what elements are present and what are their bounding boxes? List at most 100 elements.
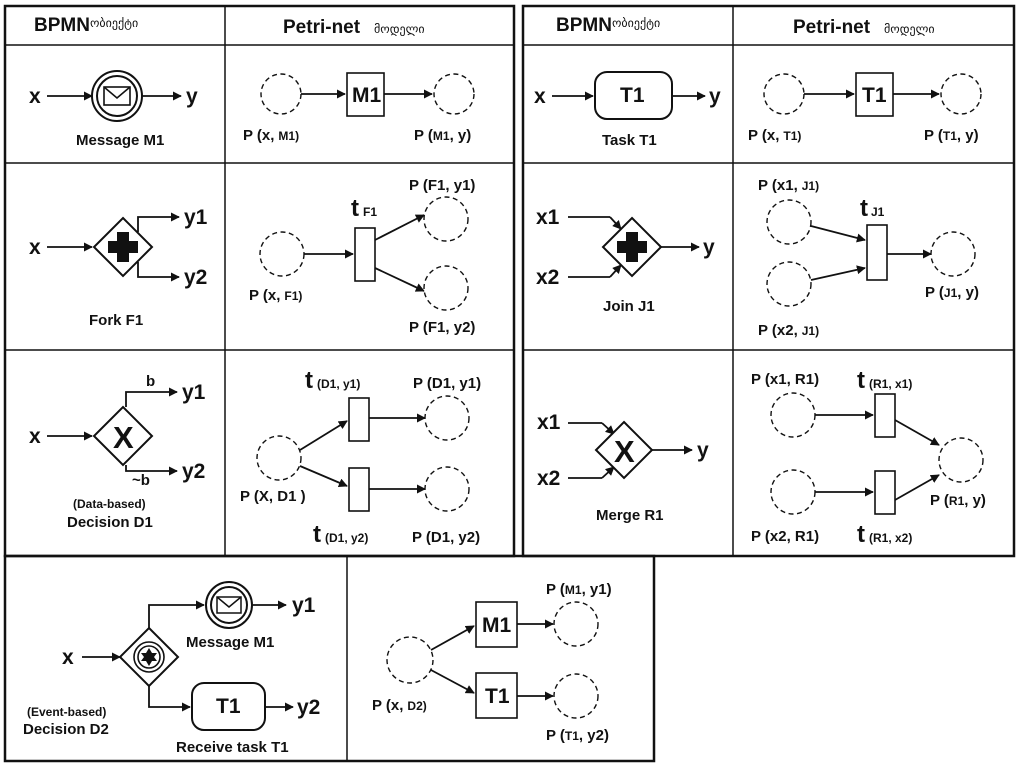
petri-transition (348, 397, 370, 442)
petri-transition (475, 601, 518, 648)
petri-message-model: M1 P (x,M1) P (M1, y) (243, 72, 475, 144)
svg-text:x1: x1 (536, 206, 560, 229)
svg-text:Message M1: Message M1 (186, 634, 274, 651)
svg-text:b: b (146, 373, 155, 390)
message-event (205, 581, 253, 629)
svg-text:ობიექტი: ობიექტი (612, 16, 660, 30)
svg-text:P (F1, y1): P (F1, y1) (409, 177, 475, 194)
petri-place (423, 265, 469, 311)
svg-text:T1: T1 (862, 84, 887, 107)
svg-text:y: y (186, 85, 198, 108)
bpmn-merge-gateway: x1 x2 X y Merge R1 (537, 411, 709, 524)
svg-text:Task T1: Task T1 (602, 132, 657, 149)
petri-place (770, 469, 816, 515)
svg-text:Petri-net: Petri-net (793, 17, 871, 38)
svg-text:Petri-net: Petri-net (283, 17, 361, 38)
svg-text:Fork F1: Fork F1 (89, 312, 143, 329)
petri-transition (475, 672, 518, 719)
svg-text:x: x (29, 236, 41, 259)
svg-text:x: x (534, 85, 546, 108)
petri-transition (346, 72, 385, 117)
petri-place (766, 199, 812, 245)
svg-text:P (x1,J1): P (x1,J1) (758, 177, 819, 194)
petri-place (256, 435, 302, 481)
svg-text:P (M1, y1): P (M1, y1) (546, 581, 612, 598)
petri-transition (874, 470, 896, 515)
svg-text:Merge R1: Merge R1 (596, 507, 664, 524)
svg-text:t(R1, x1): t(R1, x1) (857, 367, 912, 394)
svg-text:P (M1, y): P (M1, y) (414, 127, 471, 144)
svg-text:P (F1, y2): P (F1, y2) (409, 319, 475, 336)
bpmn-fork-gateway: x y1 y2 Fork F1 (29, 206, 208, 329)
svg-text:y: y (709, 85, 721, 108)
header-bpmn-right: BPMN ობიექტი (556, 15, 660, 36)
svg-text:მოდელი: მოდელი (884, 22, 935, 36)
petri-place (770, 392, 816, 438)
bpmn-join-gateway: x1 x2 y Join J1 (536, 206, 715, 315)
petri-transition (354, 227, 376, 282)
svg-text:P (D1, y1): P (D1, y1) (413, 375, 481, 392)
petri-event-based-decision-model: M1 T1 P (M1, y1) P (x,D2) P (T1, y2) (372, 581, 612, 744)
petri-place (940, 73, 982, 115)
svg-text:tJ1: tJ1 (860, 195, 885, 222)
svg-text:x1: x1 (537, 411, 561, 434)
svg-text:t(D1, y1): t(D1, y1) (305, 367, 360, 394)
bpmn-message-event: x y Message M1 (29, 70, 198, 149)
petri-transition (866, 224, 888, 281)
header-petri-left: Petri-net მოდელი (283, 17, 425, 38)
svg-text:მოდელი: მოდელი (374, 22, 425, 36)
svg-text:T1: T1 (485, 685, 510, 708)
petri-transition (348, 467, 370, 512)
svg-text:P (x,M1): P (x,M1) (243, 127, 299, 144)
petri-place (553, 673, 599, 719)
svg-text:ობიექტი: ობიექტი (90, 16, 138, 30)
petri-place (260, 73, 302, 115)
svg-text:x2: x2 (536, 266, 559, 289)
star-icon (141, 648, 157, 666)
svg-text:x: x (29, 85, 41, 108)
petri-task-model: T1 P (x,T1) P (T1, y) (748, 72, 982, 144)
svg-text:y1: y1 (182, 381, 206, 404)
svg-text:y: y (703, 236, 715, 259)
svg-text:Decision D2: Decision D2 (23, 721, 109, 738)
svg-text:P (J1, y): P (J1, y) (925, 284, 979, 301)
svg-text:Decision D1: Decision D1 (67, 514, 153, 531)
svg-text:y: y (697, 439, 709, 462)
svg-text:P (x2,J1): P (x2,J1) (758, 322, 819, 339)
petri-transition (855, 72, 894, 117)
bpmn-event-based-decision: x y1 Message M1 T1 y2 Receive task T1 (E… (23, 581, 320, 756)
svg-text:Receive task T1: Receive task T1 (176, 739, 289, 756)
petri-place (553, 601, 599, 647)
svg-text:x2: x2 (537, 467, 560, 490)
bpmn-data-based-decision: x X b ~b y1 y2 (Data-based) Decision D1 (29, 373, 206, 531)
table-grid (3, 4, 1016, 763)
envelope-icon (216, 596, 242, 614)
envelope-icon (103, 86, 131, 106)
petri-place (433, 73, 475, 115)
petri-place (424, 395, 470, 441)
petri-decision-model: t(D1, y1) P (D1, y1) P (X, D1 ) t(D1, y2… (240, 367, 481, 548)
svg-text:P (x,T1): P (x,T1) (748, 127, 801, 144)
header-petri-right: Petri-net მოდელი (793, 17, 935, 38)
petri-place (386, 636, 434, 684)
petri-place (763, 73, 805, 115)
svg-text:y1: y1 (184, 206, 208, 229)
svg-text:y2: y2 (184, 266, 207, 289)
petri-place (938, 437, 984, 483)
petri-place (259, 231, 305, 277)
exclusive-x-icon: X (614, 434, 635, 469)
petri-place (766, 261, 812, 307)
svg-text:y2: y2 (182, 460, 205, 483)
svg-text:P (T1, y2): P (T1, y2) (546, 727, 609, 744)
svg-text:P (R1, y): P (R1, y) (930, 492, 986, 509)
svg-text:P (D1, y2): P (D1, y2) (412, 529, 480, 546)
svg-text:M1: M1 (352, 84, 381, 107)
svg-text:P (T1, y): P (T1, y) (924, 127, 979, 144)
svg-text:(Event-based): (Event-based) (27, 705, 106, 719)
exclusive-x-icon: X (113, 420, 134, 455)
svg-text:y2: y2 (297, 696, 320, 719)
svg-text:BPMN: BPMN (556, 15, 612, 36)
petri-place (424, 466, 470, 512)
